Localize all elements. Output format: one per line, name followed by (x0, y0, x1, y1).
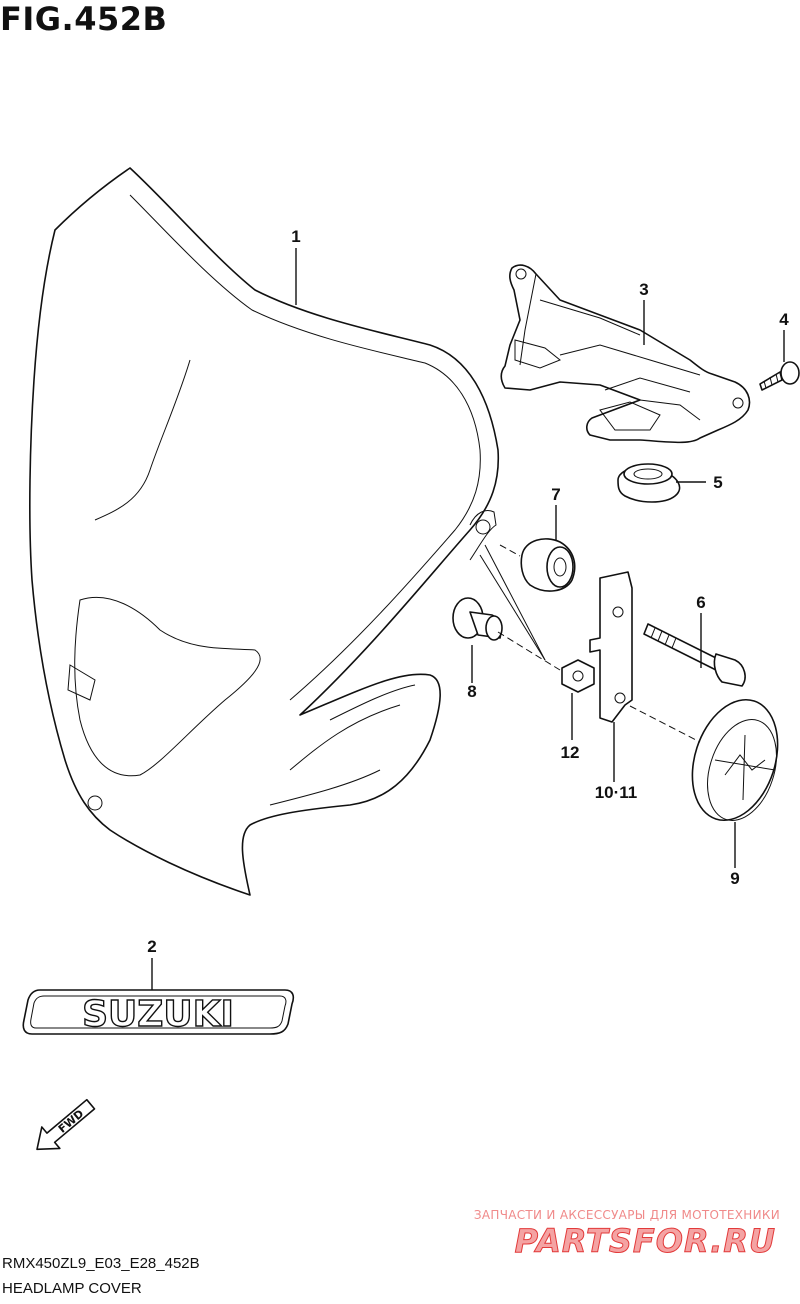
callout-8: 8 (467, 682, 476, 701)
suzuki-emblem-part: SUZUKI (22, 989, 295, 1036)
callout-10-11: 10·11 (595, 783, 638, 802)
watermark-logo: PARTSFOR.RU (514, 1222, 776, 1258)
nut-part (561, 659, 595, 693)
mounting-plate-part (589, 571, 633, 723)
callout-3: 3 (639, 280, 648, 299)
rubber-bushing-part (520, 538, 576, 592)
leader-lines (151, 248, 785, 990)
watermark-caption: ЗАПЧАСТИ И АКСЕССУАРЫ ДЛЯ МОТОТЕХНИКИ (473, 1208, 780, 1222)
diagram-code: RMX450ZL9_E03_E28_452B (2, 1255, 200, 1272)
lens-cap-part (691, 698, 779, 822)
screw-part (759, 361, 800, 391)
callout-7: 7 (551, 485, 560, 504)
assembly-lines (479, 544, 701, 743)
fwd-arrow-icon: FWD (36, 1098, 96, 1151)
callout-9: 9 (730, 869, 739, 888)
callout-4: 4 (779, 310, 789, 329)
callout-5: 5 (713, 473, 722, 492)
callout-2: 2 (147, 937, 156, 956)
bracket-part (500, 264, 751, 444)
collar-part (452, 597, 503, 641)
callout-labels: 1 2 3 4 5 6 7 8 9 10·11 12 (147, 227, 789, 956)
emblem-text: SUZUKI (82, 994, 234, 1035)
bolt-part (643, 623, 746, 687)
headlamp-cover-part (29, 167, 500, 896)
grommet-part (617, 463, 681, 503)
callout-12: 12 (561, 743, 580, 762)
callout-1: 1 (291, 227, 300, 246)
callout-6: 6 (696, 593, 705, 612)
figure-title: FIG.452B (0, 0, 168, 38)
svg-text:PARTSFOR.RU: PARTSFOR.RU (515, 1222, 776, 1258)
diagram-caption: HEADLAMP COVER (2, 1280, 142, 1297)
